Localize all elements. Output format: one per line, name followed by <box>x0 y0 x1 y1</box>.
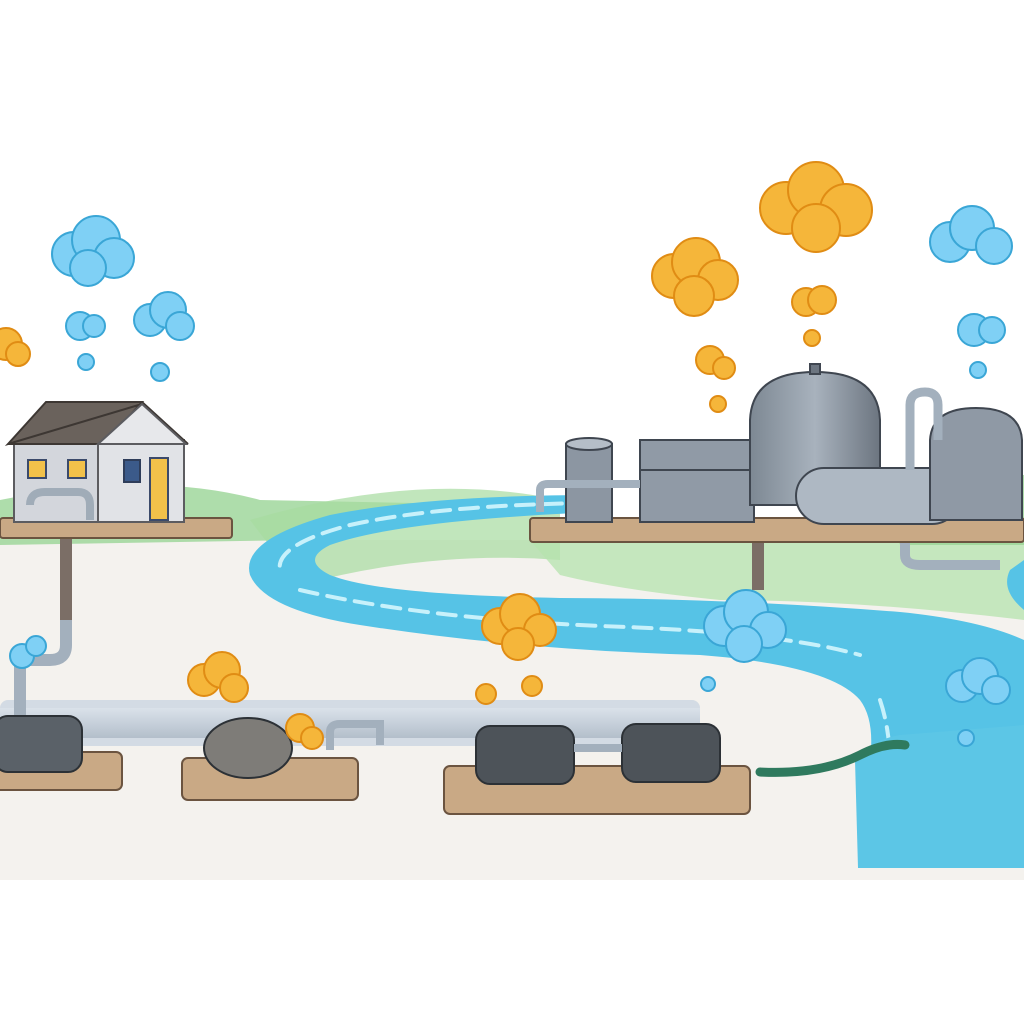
house-drain-elbow <box>14 620 72 720</box>
blue-cloud-house-1 <box>51 215 135 371</box>
septic-tank-2 <box>203 717 293 779</box>
septic-tank-4 <box>621 723 721 783</box>
blue-cloud-plant-right <box>929 205 1013 379</box>
house-window-1 <box>27 459 47 479</box>
septic-tanks <box>0 715 751 815</box>
house-drain-pipe <box>60 520 72 640</box>
orange-cloud-tank-3 <box>475 593 557 705</box>
blue-cloud-tank-4 <box>700 589 787 692</box>
septic-tank-1 <box>0 715 83 773</box>
grass-right <box>530 540 1024 620</box>
orange-cloud-tank-2 <box>187 651 324 750</box>
house <box>0 401 233 539</box>
outfall-hose <box>755 740 910 777</box>
orange-cloud-house <box>0 327 31 367</box>
river-bank-water <box>855 725 1024 868</box>
orange-cloud-plant-1 <box>651 237 739 413</box>
house-window-3 <box>123 459 141 483</box>
house-wall-front <box>13 439 99 523</box>
tank-link-pipe-2 <box>326 720 384 750</box>
house-vent-pipe <box>26 488 94 520</box>
house-roof <box>4 401 189 446</box>
clouds <box>0 161 1013 750</box>
house-gable <box>95 402 189 445</box>
plant-small-dome <box>929 406 1023 521</box>
river <box>249 495 1024 868</box>
plant-outlet-pipe <box>900 510 1000 570</box>
treatment-plant <box>529 363 1024 543</box>
plant-silo-top <box>565 437 613 451</box>
blue-cloud-house-2 <box>133 291 195 382</box>
plant-dome-top <box>809 363 821 375</box>
blue-cloud-river <box>945 657 1011 747</box>
plant-tall-pipe <box>905 387 943 470</box>
septic-tank-3 <box>475 725 575 785</box>
orange-cloud-plant-2 <box>759 161 873 347</box>
plant-building <box>639 439 755 523</box>
plant-side-pipe <box>536 480 640 512</box>
house-door <box>149 457 169 521</box>
house-window-2 <box>67 459 87 479</box>
blue-cloud-tank-1 <box>9 635 47 669</box>
